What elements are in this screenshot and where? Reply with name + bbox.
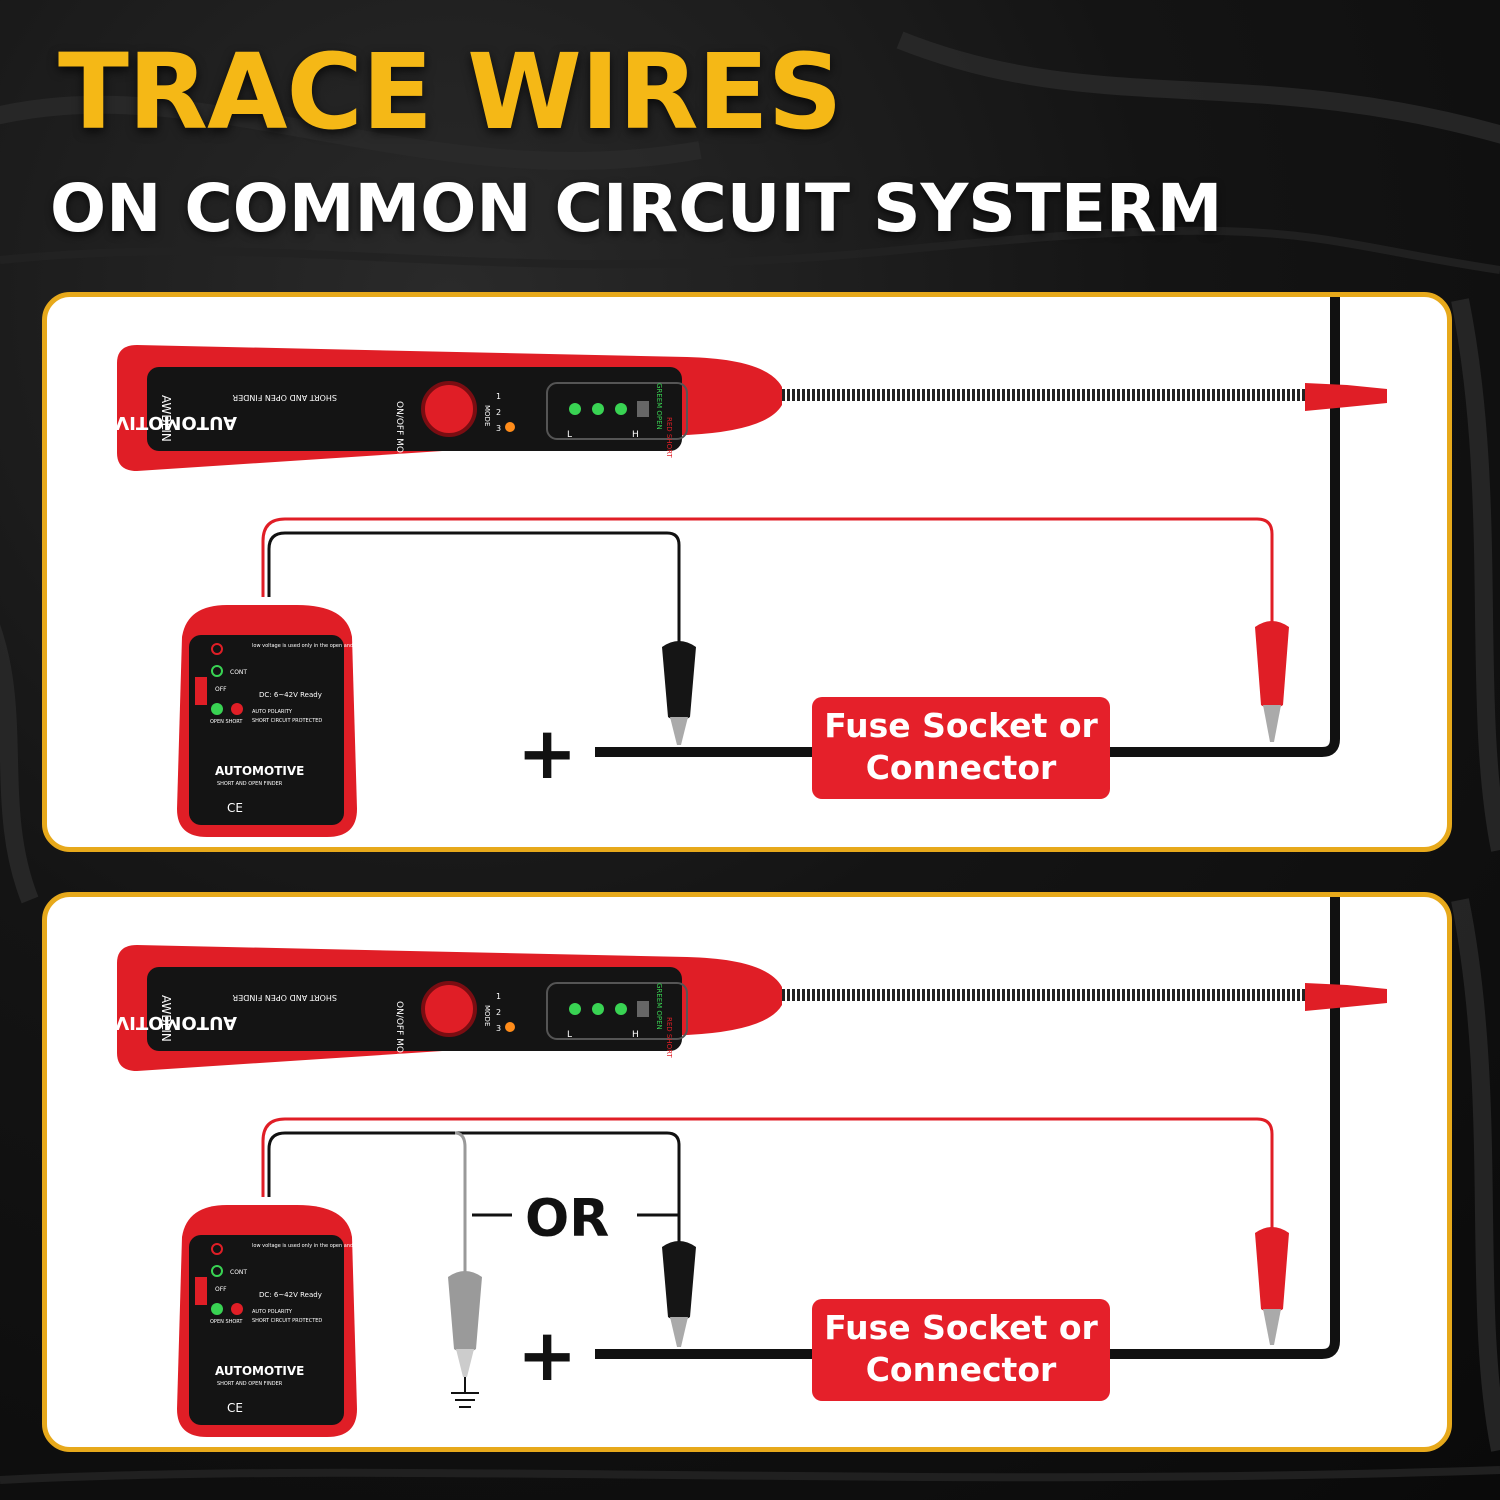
transmitter-cert: CE (227, 1401, 243, 1415)
probe-subtitle: SHORT AND OPEN FINDER (232, 993, 337, 1002)
probe-tip-cap (1305, 383, 1387, 411)
red-alligator-clip (1255, 1227, 1289, 1345)
fuse-label-line1: Fuse Socket or (824, 706, 1098, 745)
led-green-1 (569, 403, 581, 415)
red-alligator-clip (1255, 621, 1289, 742)
transmitter-auto-polarity: AUTO POLARITY (252, 1309, 293, 1315)
probe-tool: ON/OFF MODE AWBLIN AUTOMOTIVE SHORT AND … (103, 345, 1387, 471)
probe-model: AUTOMOTIVE (103, 1012, 237, 1033)
ground-icon (451, 1377, 479, 1408)
probe-mode-marker-1: 1 (496, 392, 501, 401)
probe-power-label: ON/OFF MODE (394, 1001, 404, 1066)
transmitter-cont-label: CONT (230, 669, 247, 676)
probe-mode-marker-2: 2 (496, 1008, 501, 1017)
black-alligator-clip (662, 641, 696, 745)
led-green-2 (592, 403, 604, 415)
probe-model: AUTOMOTIVE (103, 412, 237, 433)
led-green-3 (615, 403, 627, 415)
circuit-wire (595, 297, 1340, 757)
wiring-scene-1: ON/OFF MODE AWBLIN AUTOMOTIVE SHORT AND … (103, 297, 1387, 837)
probe-subtitle: SHORT AND OPEN FINDER (232, 393, 337, 402)
mode-switch[interactable] (195, 677, 207, 705)
or-label: OR (525, 1189, 610, 1249)
red-lead-wire (261, 1117, 1274, 1233)
black-lead-wire (267, 1131, 681, 1247)
transmitter-unit: low voltage is used only in the open and… (177, 605, 385, 837)
positive-terminal-icon: + (517, 1313, 578, 1397)
transmitter-battery-note: low voltage is used only in the open and… (252, 1243, 385, 1249)
black-alligator-clip (662, 1241, 696, 1347)
transmitter-open-short-label: OPEN SHORT (210, 719, 243, 725)
transmitter-off-label: OFF (215, 686, 227, 693)
black-lead-wire (267, 531, 681, 647)
subheadline: ON COMMON CIRCUIT SYSTERM (50, 170, 1223, 247)
probe-tool: ON/OFF MODE AWBLIN AUTOMOTIVE SHORT AND … (103, 945, 1387, 1071)
probe-mode-marker-2: 2 (496, 408, 501, 417)
transmitter-model: AUTOMOTIVE (215, 1364, 304, 1378)
probe-led-red-label: RED SHORT (665, 1017, 673, 1058)
probe-scale-high: H (632, 1030, 639, 1040)
probe-brand: AWBLIN (159, 995, 173, 1042)
probe-led-green-label: GREEM OPEN (655, 983, 663, 1030)
probe-scale-high: H (632, 430, 639, 440)
probe-power-label: ON/OFF MODE (394, 401, 404, 466)
circuit-wire (595, 897, 1340, 1359)
probe-led-green-label: GREEM OPEN (655, 383, 663, 430)
led-green-3 (615, 1003, 627, 1015)
transmitter-voltage-label: DC: 6~42V Ready (259, 1291, 322, 1299)
mode-led (505, 1022, 515, 1032)
fuse-socket-label: Fuse Socket or Connector (812, 1299, 1110, 1401)
fuse-label-line2: Connector (865, 748, 1057, 787)
wiring-scene-2: ON/OFF MODE AWBLIN AUTOMOTIVE SHORT AND … (103, 897, 1387, 1437)
fuse-label-line1: Fuse Socket or (824, 1308, 1098, 1347)
transmitter-cert: CE (227, 801, 243, 815)
probe-mode-marker-3: 3 (496, 1024, 501, 1033)
headline: TRACE WIRES (58, 31, 843, 153)
probe-mode-label: MODE (483, 405, 491, 426)
transmitter-off-label: OFF (215, 1286, 227, 1293)
power-button[interactable] (421, 981, 477, 1037)
transmitter-battery-note: low voltage is used only in the open and… (252, 643, 385, 649)
transmitter-cont-label: CONT (230, 1269, 247, 1276)
transmitter-subtitle: SHORT AND OPEN FINDER (217, 1381, 283, 1387)
red-lead-wire (261, 517, 1274, 627)
transmitter-open-short-label: OPEN SHORT (210, 1319, 243, 1325)
mode-led (505, 422, 515, 432)
transmitter-subtitle: SHORT AND OPEN FINDER (217, 781, 283, 787)
diagram-panel-1: ON/OFF MODE AWBLIN AUTOMOTIVE SHORT AND … (42, 292, 1452, 852)
probe-scale-low: L (567, 430, 572, 440)
probe-mode-marker-1: 1 (496, 992, 501, 1001)
fuse-socket-label: Fuse Socket or Connector (812, 697, 1110, 799)
probe-led-red-label: RED SHORT (665, 417, 673, 458)
probe-scale-low: L (567, 1030, 572, 1040)
fuse-label-line2: Connector (865, 1350, 1057, 1389)
ground-lead-wire (454, 1131, 467, 1277)
grey-alligator-clip (448, 1271, 482, 1377)
transmitter-model: AUTOMOTIVE (215, 764, 304, 778)
mode-switch[interactable] (195, 1277, 207, 1305)
transmitter-short-protected: SHORT CIRCUIT PROTECTED (252, 718, 322, 724)
probe-mode-marker-3: 3 (496, 424, 501, 433)
power-button[interactable] (421, 381, 477, 437)
transmitter-short-protected: SHORT CIRCUIT PROTECTED (252, 1318, 322, 1324)
transmitter-voltage-label: DC: 6~42V Ready (259, 691, 322, 699)
diagram-panel-2: ON/OFF MODE AWBLIN AUTOMOTIVE SHORT AND … (42, 892, 1452, 1452)
led-green-1 (569, 1003, 581, 1015)
probe-tip-cap (1305, 983, 1387, 1011)
led-green-2 (592, 1003, 604, 1015)
positive-terminal-icon: + (517, 711, 578, 795)
transmitter-unit: low voltage is used only in the open and… (177, 1205, 385, 1437)
probe-mode-label: MODE (483, 1005, 491, 1026)
transmitter-auto-polarity: AUTO POLARITY (252, 709, 293, 715)
probe-brand: AWBLIN (159, 395, 173, 442)
